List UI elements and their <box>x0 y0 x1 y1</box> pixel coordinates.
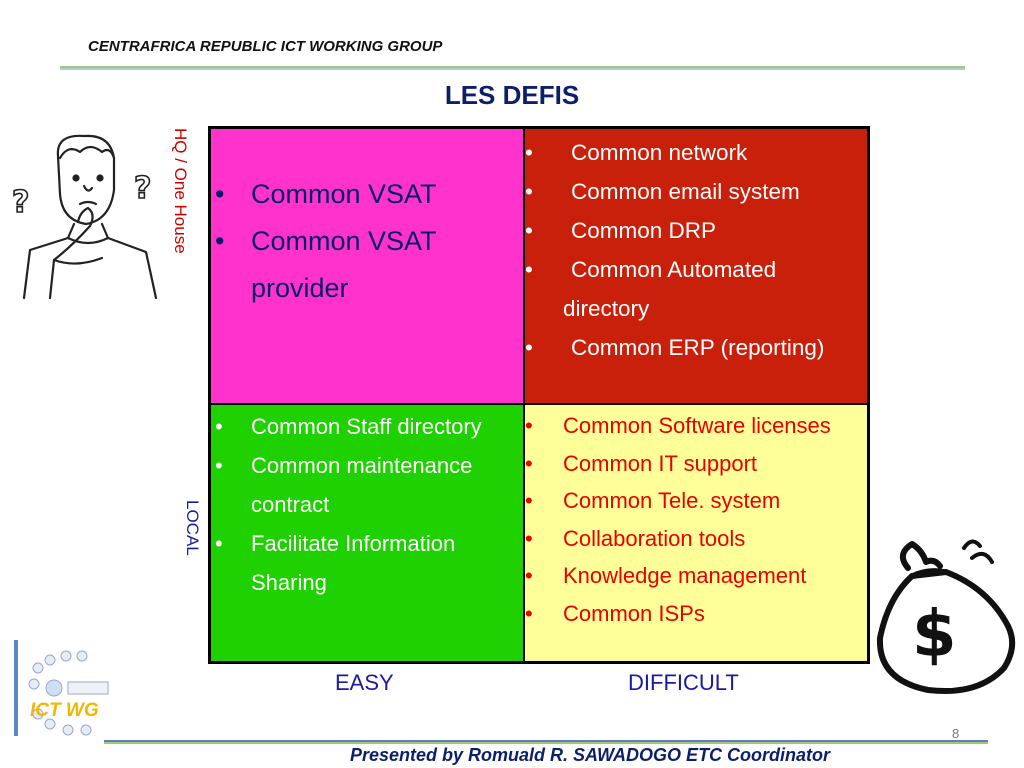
y-axis-label-local: LOCAL <box>183 500 202 556</box>
list-item: •Common Staff directory <box>215 414 482 439</box>
list-item: •Common Tele. system <box>525 488 781 513</box>
un-agencies-logo <box>28 650 109 736</box>
challenge-matrix: •Common VSAT •Common VSAT provider •Comm… <box>208 126 870 664</box>
footer-presenter: Presented by Romuald R. SAWADOGO ETC Coo… <box>350 745 831 765</box>
header-divider <box>60 66 965 70</box>
page-number: 8 <box>952 726 960 741</box>
list-item: •Common VSAT provider <box>215 226 437 303</box>
svg-text:?: ? <box>12 185 29 220</box>
footer-divider <box>104 740 988 744</box>
x-axis-label-easy: EASY <box>335 670 394 695</box>
x-axis-label-difficult: DIFFICULT <box>628 670 739 695</box>
y-axis-label-hq: HQ / One House <box>171 128 190 254</box>
quadrant-hq-easy: •Common VSAT •Common VSAT provider <box>210 128 524 404</box>
thinking-person-illustration: ? ? <box>11 134 158 300</box>
slide-title: LES DEFIS <box>444 80 580 110</box>
list-item: •Common IT support <box>525 450 758 476</box>
quadrant-hq-difficult: •Common network •Common email system •Co… <box>524 128 868 404</box>
list-item: •Facilitate Information Sharing <box>215 531 456 595</box>
money-bag-icon: $ <box>876 539 1016 695</box>
quadrant-local-difficult: •Common Software licenses •Common IT sup… <box>524 404 868 662</box>
svg-text:?: ? <box>134 171 151 206</box>
list-item: •Common network <box>525 140 748 165</box>
quadrant-local-easy: •Common Staff directory •Common maintena… <box>210 404 524 662</box>
list-item: •Common VSAT <box>215 179 437 209</box>
list-item: •Collaboration tools <box>525 525 746 551</box>
header-title: CENTRAFRICA REPUBLIC ICT WORKING GROUP <box>88 38 443 55</box>
list-item: •Common Software licenses <box>525 413 831 438</box>
list-item: •Common maintenance contract <box>215 453 473 517</box>
logo-accent-bar <box>14 640 18 736</box>
list-item: •Common email system <box>525 179 800 204</box>
list-item: •Knowledge management <box>525 563 807 588</box>
list-item: •Common ERP (reporting) <box>525 335 825 360</box>
svg-text:$: $ <box>912 598 957 672</box>
list-item: •Common ISPs <box>525 600 705 626</box>
list-item: •Common DRP <box>525 218 717 243</box>
logo-text: ICT WG <box>30 700 99 721</box>
list-item: •Common Automated directory <box>525 257 777 321</box>
